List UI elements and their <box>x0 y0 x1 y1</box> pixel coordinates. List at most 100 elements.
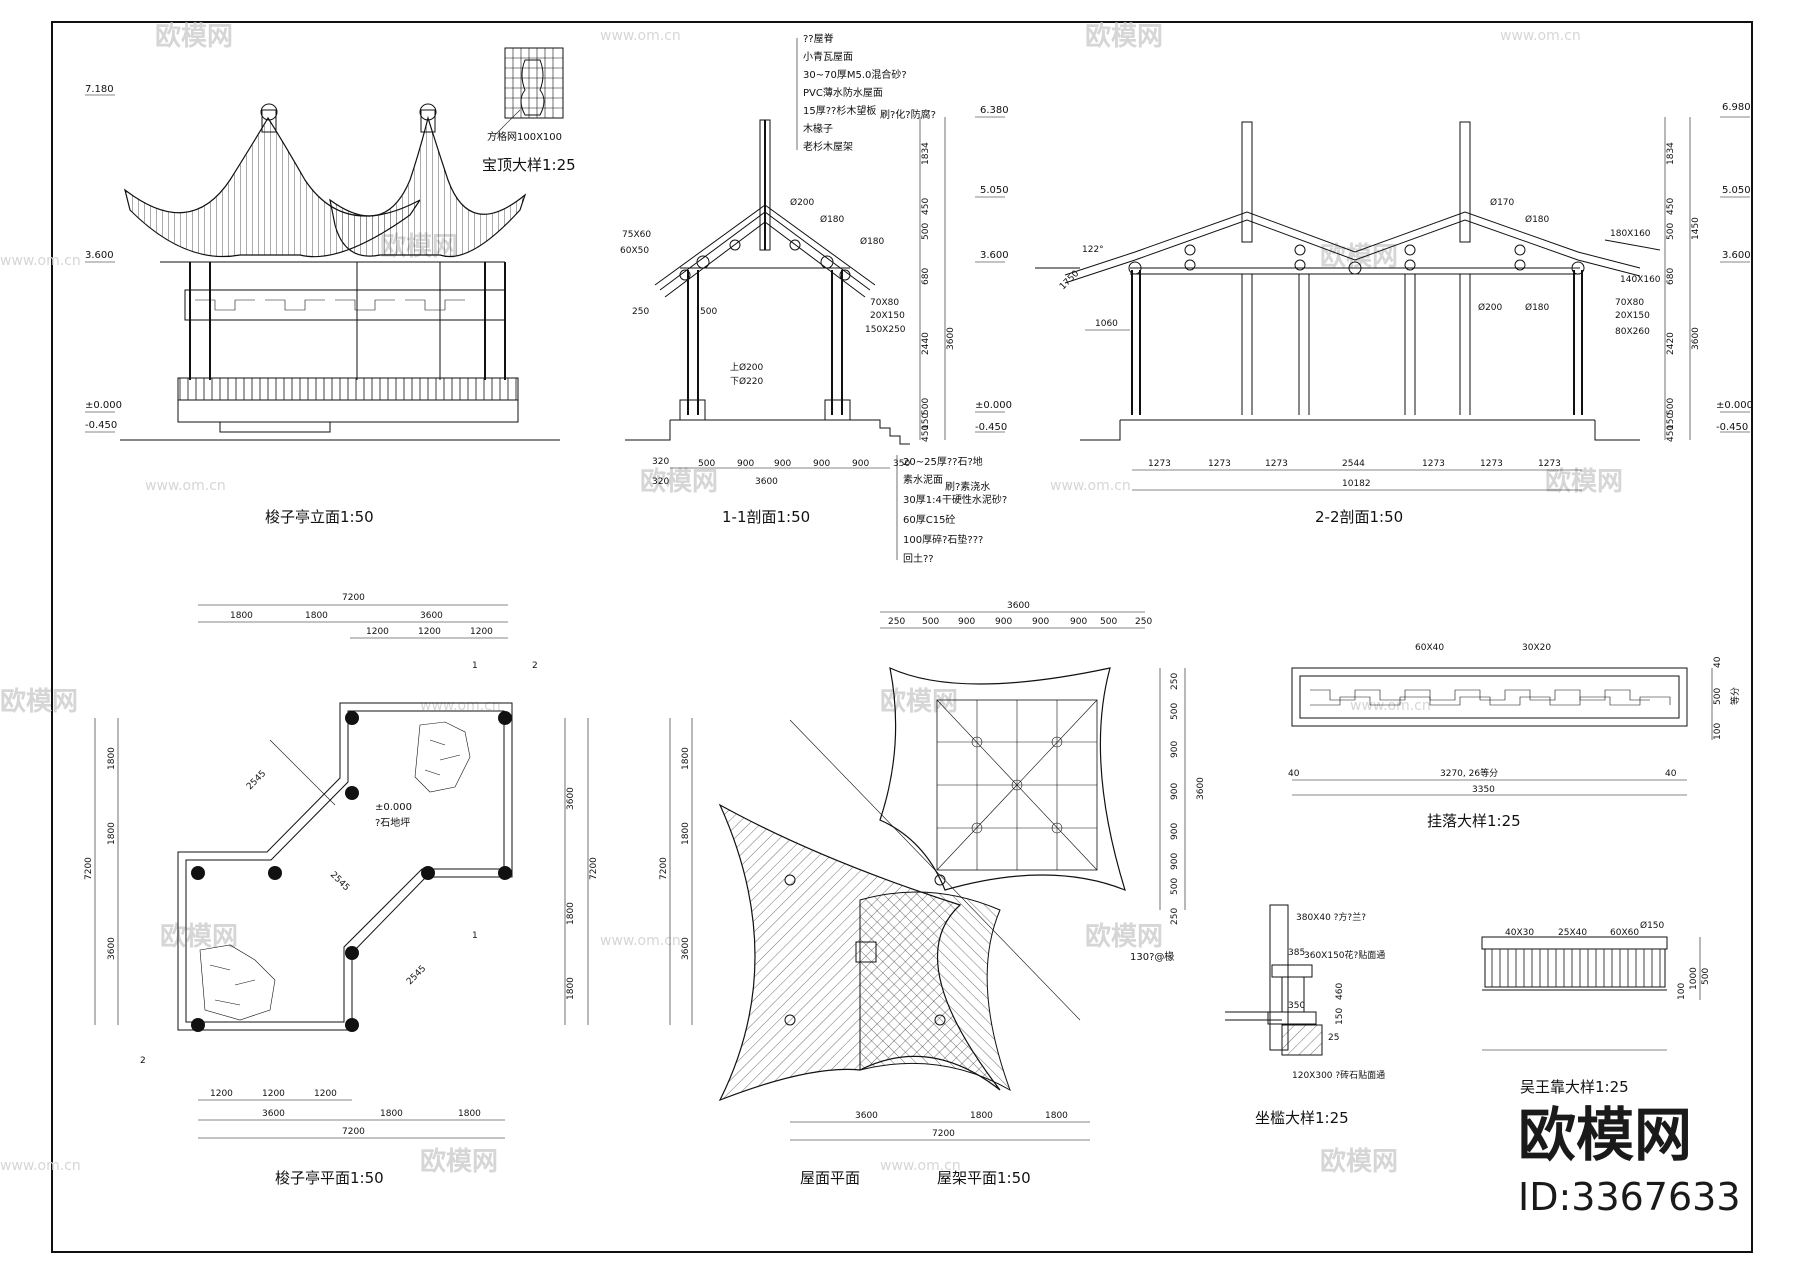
dim-label: 100 <box>1713 723 1723 740</box>
dim-label: 1273 <box>1480 459 1503 469</box>
seat-detail: 380X40 ?方?兰? 360X150花?贴面通 120X300 ?砖石贴面通… <box>1225 904 1385 1127</box>
dim-label: 900 <box>774 459 791 469</box>
watermark-text: 欧模网 <box>880 686 958 717</box>
level-label: ±0.000 <box>975 400 1012 411</box>
wuwangkao-title: 吴王靠大样1:25 <box>1520 1078 1629 1096</box>
dim-label: 250 <box>888 617 905 627</box>
level-label: 3.600 <box>1722 250 1751 261</box>
floor-note: 30厚1:4干硬性水泥砂? <box>903 493 1007 506</box>
dim-label: 3600 <box>946 327 956 350</box>
dim-label: 7200 <box>659 857 669 880</box>
dim-label: 100 <box>1677 983 1687 1000</box>
member-label: 140X160 <box>1620 275 1661 285</box>
dim-label: 385 <box>1288 948 1305 958</box>
dim-label: 500 <box>921 223 931 240</box>
floor-note: 60厚C15砼 <box>903 513 955 526</box>
dim-label: 320 <box>652 457 669 467</box>
gualuo-title: 挂落大样1:25 <box>1427 812 1521 830</box>
watermark-url: www.om.cn <box>0 253 81 269</box>
dim-label: 3600 <box>1007 601 1030 611</box>
section-mark: 1 <box>472 661 478 671</box>
dim-label: 7200 <box>84 857 94 880</box>
member-label: Ø180 <box>1525 214 1550 225</box>
member-label: 20X150 <box>870 311 905 321</box>
finial-note: 方格网100X100 <box>487 130 562 143</box>
member-label: 40X30 <box>1505 928 1534 938</box>
plan-title: 梭子亭平面1:50 <box>275 1169 384 1187</box>
member-label: 70X80 <box>870 298 899 308</box>
elevation-level: 7.180 <box>85 84 114 95</box>
dim-label: 450 <box>1666 425 1676 442</box>
dim-label: 1800 <box>380 1109 403 1119</box>
member-label: 下Ø220 <box>730 376 764 387</box>
member-label: Ø170 <box>1490 197 1515 208</box>
dim-label: 460 <box>1335 983 1345 1000</box>
level-label: 3.600 <box>980 250 1009 261</box>
dim-label: 900 <box>1170 853 1180 870</box>
dim-label: 1200 <box>210 1089 233 1099</box>
dim-label: 3270, 26等分 <box>1440 767 1498 779</box>
dim-label: 25 <box>1328 1033 1339 1043</box>
dim-label: 1273 <box>1265 459 1288 469</box>
roofplan-title-b: 屋架平面1:50 <box>937 1169 1031 1187</box>
roof-note: 老杉木屋架 <box>803 140 853 153</box>
member-label: Ø180 <box>1525 302 1550 313</box>
dim-label: 3600 <box>1691 327 1701 350</box>
dim-label: 500 <box>1701 968 1711 985</box>
section-1-1-drawing: ??屋脊 小青瓦屋面 30~70厚M5.0混合砂? PVC薄水防水屋面 15厚?… <box>620 32 1012 565</box>
level-label: -0.450 <box>975 422 1007 433</box>
roof-note: 木椽子 <box>803 122 833 135</box>
watermark-text: 欧模网 <box>1545 466 1623 497</box>
dim-label: 1834 <box>921 142 931 165</box>
dim-label: 2545 <box>328 870 351 893</box>
sheet-border <box>51 21 1753 1253</box>
dim-label: 900 <box>813 459 830 469</box>
dim-label: 1273 <box>1208 459 1231 469</box>
dim-label: 1450 <box>1691 217 1701 240</box>
floor-note: 素水泥面 <box>903 473 943 486</box>
section-mark: 2 <box>532 661 538 671</box>
dim-label: 900 <box>1170 783 1180 800</box>
member-label: 30X20 <box>1522 643 1551 653</box>
dim-label: 150 <box>1335 1008 1345 1025</box>
watermark-text: 欧模网 <box>0 686 78 717</box>
member-label: 上Ø200 <box>730 362 764 373</box>
dim-label: 500 <box>1170 878 1180 895</box>
dim-label: 1800 <box>305 611 328 621</box>
member-label: Ø200 <box>790 197 815 208</box>
member-label: 120X300 ?砖石贴面通 <box>1292 1069 1385 1081</box>
wuwangkao-detail: 40X30 25X40 60X60 Ø150 1000 500 100 吴王靠大… <box>1481 920 1711 1096</box>
dim-label: 1200 <box>262 1089 285 1099</box>
member-label: 25X40 <box>1558 928 1587 938</box>
dim-label: 1834 <box>1666 142 1676 165</box>
dim-label: 7200 <box>932 1129 955 1139</box>
dim-label: 1800 <box>107 747 117 770</box>
dim-label: 500 <box>1666 223 1676 240</box>
dim-label: 900 <box>1070 617 1087 627</box>
dim-label: 1800 <box>970 1111 993 1121</box>
dim-label: 680 <box>1666 268 1676 285</box>
dim-label: 450 <box>921 198 931 215</box>
dim-label: 3600 <box>420 611 443 621</box>
dim-label: 等分 <box>1729 687 1741 705</box>
floor-note: 100厚碎?石垫??? <box>903 533 983 546</box>
dim-label: 1800 <box>681 747 691 770</box>
member-label: 20X150 <box>1615 311 1650 321</box>
roof-plan-drawing: 3600 250 500 900 900 900 900 500 250 <box>659 601 1206 1187</box>
dim-label: 40 <box>1288 769 1300 779</box>
plan-floor-note: ?石地坪 <box>375 816 410 829</box>
roof-note: 30~70厚M5.0混合砂? <box>803 68 907 81</box>
dim-label: 7200 <box>342 593 365 603</box>
plan-columns <box>191 711 512 1032</box>
watermark-url: www.om.cn <box>0 1158 81 1174</box>
dim-label: 1200 <box>470 627 493 637</box>
floor-notes: 20~25厚??石?地 素水泥面 30厚1:4干硬性水泥砂? 60厚C15砼 1… <box>903 455 1007 565</box>
dim-label: 900 <box>1170 741 1180 758</box>
watermark-text: 欧模网 <box>1320 1146 1398 1177</box>
dim-label: 500 <box>1666 398 1676 415</box>
dim-label: 1800 <box>230 611 253 621</box>
level-label: 5.050 <box>980 185 1009 196</box>
member-label: 380X40 ?方?兰? <box>1296 911 1366 923</box>
dim-label: 3600 <box>1196 777 1206 800</box>
